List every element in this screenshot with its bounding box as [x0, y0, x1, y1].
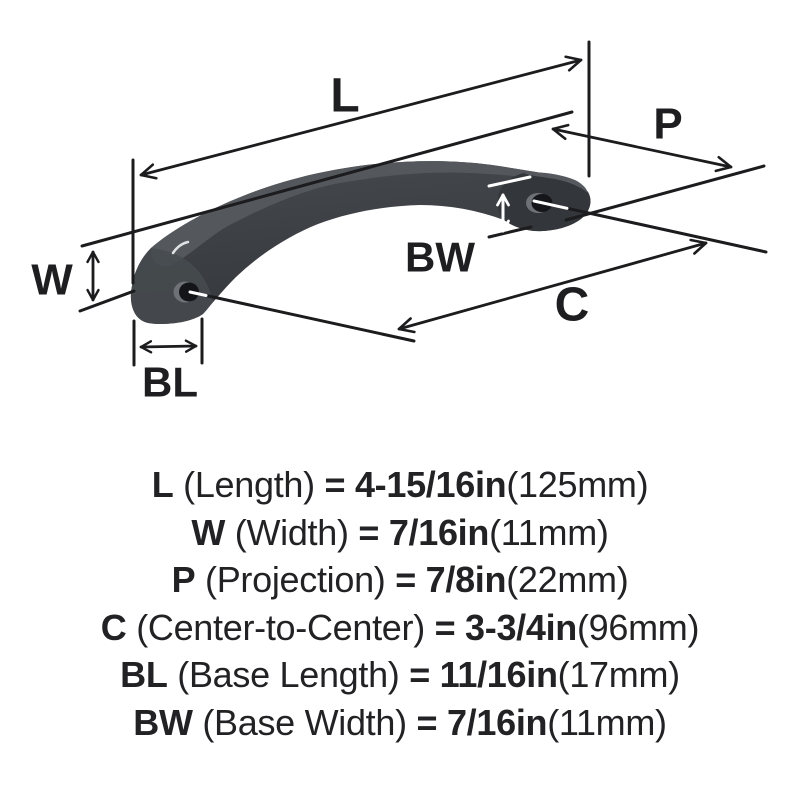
legend-value: 3-3/4in [465, 606, 577, 648]
label-BL: BL [142, 359, 198, 406]
legend-equals: = [434, 606, 456, 648]
label-BW: BW [405, 234, 475, 281]
legend-value: 7/16in [388, 511, 490, 553]
left-hole-leader-white [188, 290, 208, 297]
legend-metric: (11mm) [489, 511, 609, 553]
legend-value: 4-15/16in [354, 464, 507, 505]
legend-metric: (96mm) [576, 606, 700, 648]
bw-lower-tick [487, 225, 533, 239]
legend-letter: BW [133, 701, 193, 743]
legend-metric: (17mm) [557, 654, 681, 695]
right-hole-leader-line [532, 199, 768, 254]
right-hole-leader-white [532, 199, 569, 210]
dim-line-P [551, 123, 733, 173]
dim-line-BL [139, 339, 198, 354]
label-P: P [653, 100, 682, 149]
legend-metric: (11mm) [547, 701, 667, 743]
foot-highlight [171, 240, 190, 255]
legend-equals: = [358, 511, 380, 553]
dim-line-L [139, 55, 583, 180]
legend-metric: (22mm) [506, 559, 629, 600]
legend-letter: P [171, 559, 196, 600]
legend-name: (Projection) [205, 559, 386, 600]
legend-letter: L [151, 464, 174, 505]
legend-equals: = [395, 559, 416, 600]
legend-row-width: W (Width) = 7/16in(11mm) [0, 509, 800, 557]
legend-name: (Length) [183, 464, 315, 505]
left-hole-leader-line [188, 290, 416, 343]
dim-line-C [397, 238, 708, 334]
measurements-legend: L (Length) = 4-15/16in(125mm) W (Width) … [0, 461, 800, 746]
label-C: C [555, 279, 590, 332]
handle-left-base [130, 248, 213, 324]
legend-row-length: L (Length) = 4-15/16in(125mm) [0, 461, 800, 509]
legend-row-center-to-center: C (Center-to-Center) = 3-3/4in(96mm) [0, 604, 800, 652]
legend-letter: C [100, 606, 127, 648]
legend-equals: = [324, 464, 346, 505]
legend-row-base-width: BW (Base Width) = 7/16in(11mm) [0, 699, 800, 747]
legend-equals: = [409, 654, 430, 695]
w-lower-tick [78, 289, 136, 313]
legend-equals: = [416, 701, 438, 743]
legend-metric: (125mm) [506, 464, 649, 505]
legend-value: 11/16in [439, 654, 558, 695]
legend-value: 7/8in [425, 559, 507, 600]
legend-row-base-length: BL (Base Length) = 11/16in(17mm) [0, 651, 800, 699]
legend-letter: BL [120, 654, 168, 695]
handle-diagram-svg: L P C W BL BW [31, 40, 768, 406]
back-plane-extension-line [564, 164, 766, 222]
label-W: W [31, 256, 73, 305]
legend-name: (Center-to-Center) [136, 606, 425, 648]
cabinet-pull-handle [130, 161, 591, 324]
legend-name: (Base Width) [202, 701, 407, 743]
legend-row-projection: P (Projection) = 7/8in(22mm) [0, 556, 800, 604]
legend-name: (Width) [234, 511, 349, 553]
legend-value: 7/16in [446, 701, 548, 743]
legend-letter: W [191, 511, 226, 553]
legend-name: (Base Length) [177, 654, 400, 695]
label-L: L [330, 70, 359, 123]
